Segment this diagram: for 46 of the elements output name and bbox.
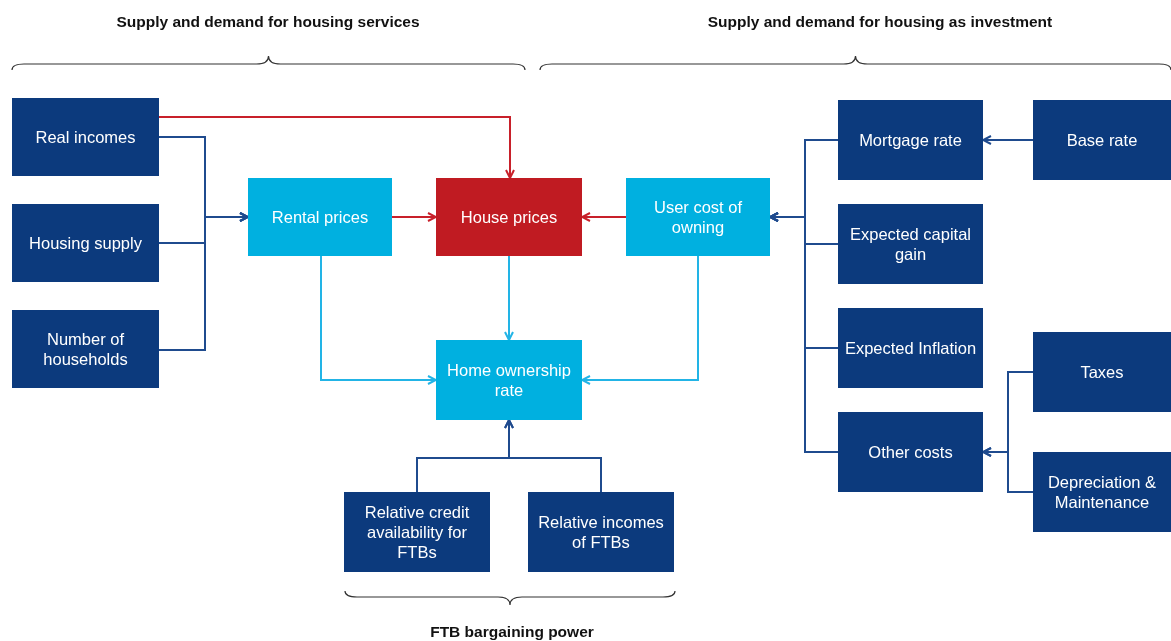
box-label: User cost of owning bbox=[653, 197, 743, 237]
box-label: House prices bbox=[460, 207, 558, 227]
factor-box bbox=[12, 98, 159, 176]
arrow bbox=[158, 116, 515, 179]
arrow bbox=[504, 419, 602, 493]
arrow bbox=[391, 212, 437, 222]
arrow bbox=[320, 255, 437, 385]
box-label: Mortgage rate bbox=[859, 130, 962, 150]
box-label: Expected capital gain bbox=[848, 224, 973, 264]
section-heading: Supply and demand for housing services bbox=[116, 13, 420, 31]
factor-box bbox=[528, 492, 674, 572]
arrow bbox=[982, 447, 1034, 493]
box-label: Taxes bbox=[1080, 362, 1124, 382]
box-label: Housing supply bbox=[29, 233, 142, 253]
factor-box bbox=[626, 178, 770, 256]
factor-box bbox=[344, 492, 490, 572]
box-label: Relative credit availability for FTBs bbox=[363, 502, 471, 562]
box-label: Other costs bbox=[868, 442, 953, 462]
arrow bbox=[504, 255, 514, 341]
arrow bbox=[982, 135, 1034, 145]
factor-box bbox=[1033, 100, 1171, 180]
section-heading: FTB bargaining power bbox=[430, 623, 594, 641]
section-heading: Supply and demand for housing as investment bbox=[707, 13, 1053, 31]
factor-box bbox=[838, 308, 983, 388]
arrow bbox=[581, 255, 699, 385]
factor-box bbox=[1033, 452, 1171, 532]
arrow bbox=[769, 212, 839, 453]
factor-box bbox=[838, 100, 983, 180]
factor-box bbox=[248, 178, 392, 256]
factor-box bbox=[838, 412, 983, 492]
factor-box bbox=[12, 204, 159, 282]
box-label: Real incomes bbox=[35, 127, 136, 147]
factor-box bbox=[436, 178, 582, 256]
arrow bbox=[158, 212, 249, 351]
box-label: Relative incomes of FTBs bbox=[537, 512, 665, 552]
box-label: Depreciation & Maintenance bbox=[1046, 472, 1158, 512]
box-label: Rental prices bbox=[271, 207, 369, 227]
box-label: Number of households bbox=[42, 329, 129, 369]
factor-box bbox=[12, 310, 159, 388]
factor-box bbox=[1033, 332, 1171, 412]
arrow bbox=[581, 212, 627, 222]
factor-box bbox=[838, 204, 983, 284]
factor-box bbox=[436, 340, 582, 420]
box-label: Expected Inflation bbox=[844, 338, 977, 358]
box-label: Home ownership rate bbox=[446, 360, 572, 400]
box-label: Base rate bbox=[1066, 130, 1138, 150]
